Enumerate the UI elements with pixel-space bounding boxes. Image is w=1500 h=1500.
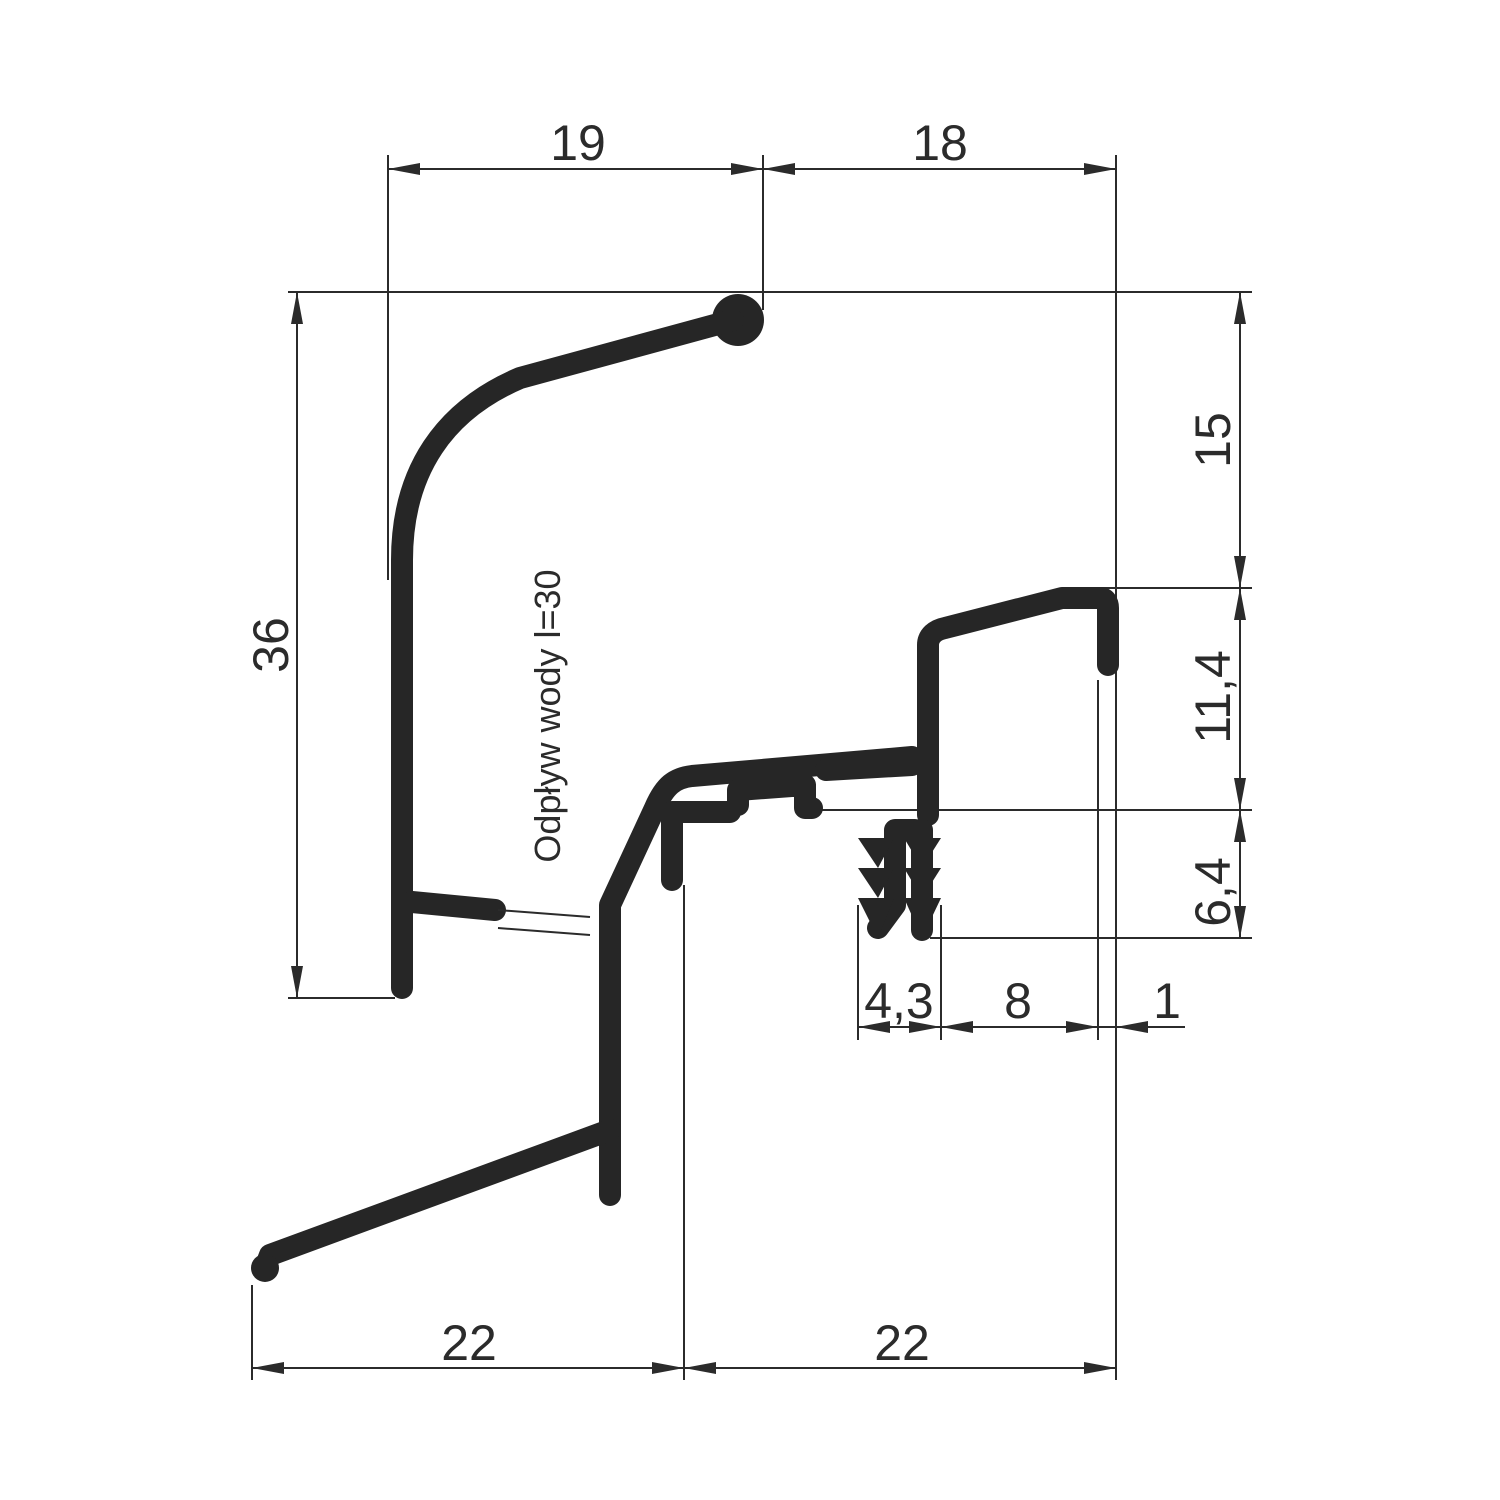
dim-label-8: 8 <box>1004 973 1032 1029</box>
dim-label-36: 36 <box>243 617 299 673</box>
gasket-tooth-2 <box>858 868 894 898</box>
arrow-15-bottom <box>1234 556 1246 588</box>
inner-ledge <box>815 754 923 781</box>
dim-label-1: 1 <box>1153 973 1181 1029</box>
arrow-36-top <box>291 292 303 324</box>
arrow-22b-right <box>1084 1362 1116 1374</box>
dim-label-6-4: 6,4 <box>1185 857 1241 927</box>
water-drain-note: Odpływ wody l=30 <box>527 569 568 862</box>
lower-body <box>599 746 923 1206</box>
gasket-tooth-3 <box>858 898 894 938</box>
dim-label-15: 15 <box>1185 412 1241 468</box>
arrow-19-left <box>388 163 420 175</box>
inner-groove <box>727 774 823 819</box>
gasket-tooth-1 <box>858 838 894 868</box>
lower-flange-end <box>251 1254 279 1282</box>
arrow-1 <box>1116 1021 1148 1033</box>
dimension-labels: 19 18 36 15 11,4 6,4 4,3 8 1 22 22 <box>243 115 1241 1371</box>
aluminium-profile <box>251 294 1119 1282</box>
arrow-43-left <box>858 1021 890 1033</box>
arrow-43-right <box>909 1021 941 1033</box>
arrow-22b-left <box>684 1362 716 1374</box>
arrow-18-left <box>763 163 795 175</box>
dim-label-4-3: 4,3 <box>864 973 934 1029</box>
dim-label-22-right: 22 <box>874 1315 930 1371</box>
dim-label-22-left: 22 <box>441 1315 497 1371</box>
inner-hook-left <box>661 801 741 891</box>
gasket-tooth-5 <box>904 868 941 898</box>
arrow-22a-right <box>652 1362 684 1374</box>
drain-slot-bottom <box>497 927 591 936</box>
arrow-22a-left <box>252 1362 284 1374</box>
right-riser-lip <box>917 587 1119 826</box>
lower-flange <box>254 1119 621 1279</box>
arrow-114-top <box>1234 588 1246 620</box>
arrow-8-right <box>1066 1021 1098 1033</box>
arrow-64-bottom <box>1234 906 1246 938</box>
drain-bridge-left <box>401 891 506 921</box>
drain-slot-top <box>497 909 591 918</box>
arrow-18-right <box>1084 163 1116 175</box>
arrow-15-top <box>1234 292 1246 324</box>
dim-label-18: 18 <box>912 115 968 171</box>
arrow-36-bottom <box>291 966 303 998</box>
arrow-114-bottom <box>1234 778 1246 810</box>
upper-cover <box>391 309 744 999</box>
arrow-64-top <box>1234 810 1246 842</box>
dim-label-11-4: 11,4 <box>1185 650 1241 744</box>
arrowheads <box>252 163 1246 1374</box>
arrow-8-left <box>941 1021 973 1033</box>
gasket-tooth-6 <box>904 898 941 938</box>
gasket-tooth-4 <box>904 838 941 868</box>
dim-label-19: 19 <box>550 115 606 171</box>
arrow-19-right <box>731 163 763 175</box>
